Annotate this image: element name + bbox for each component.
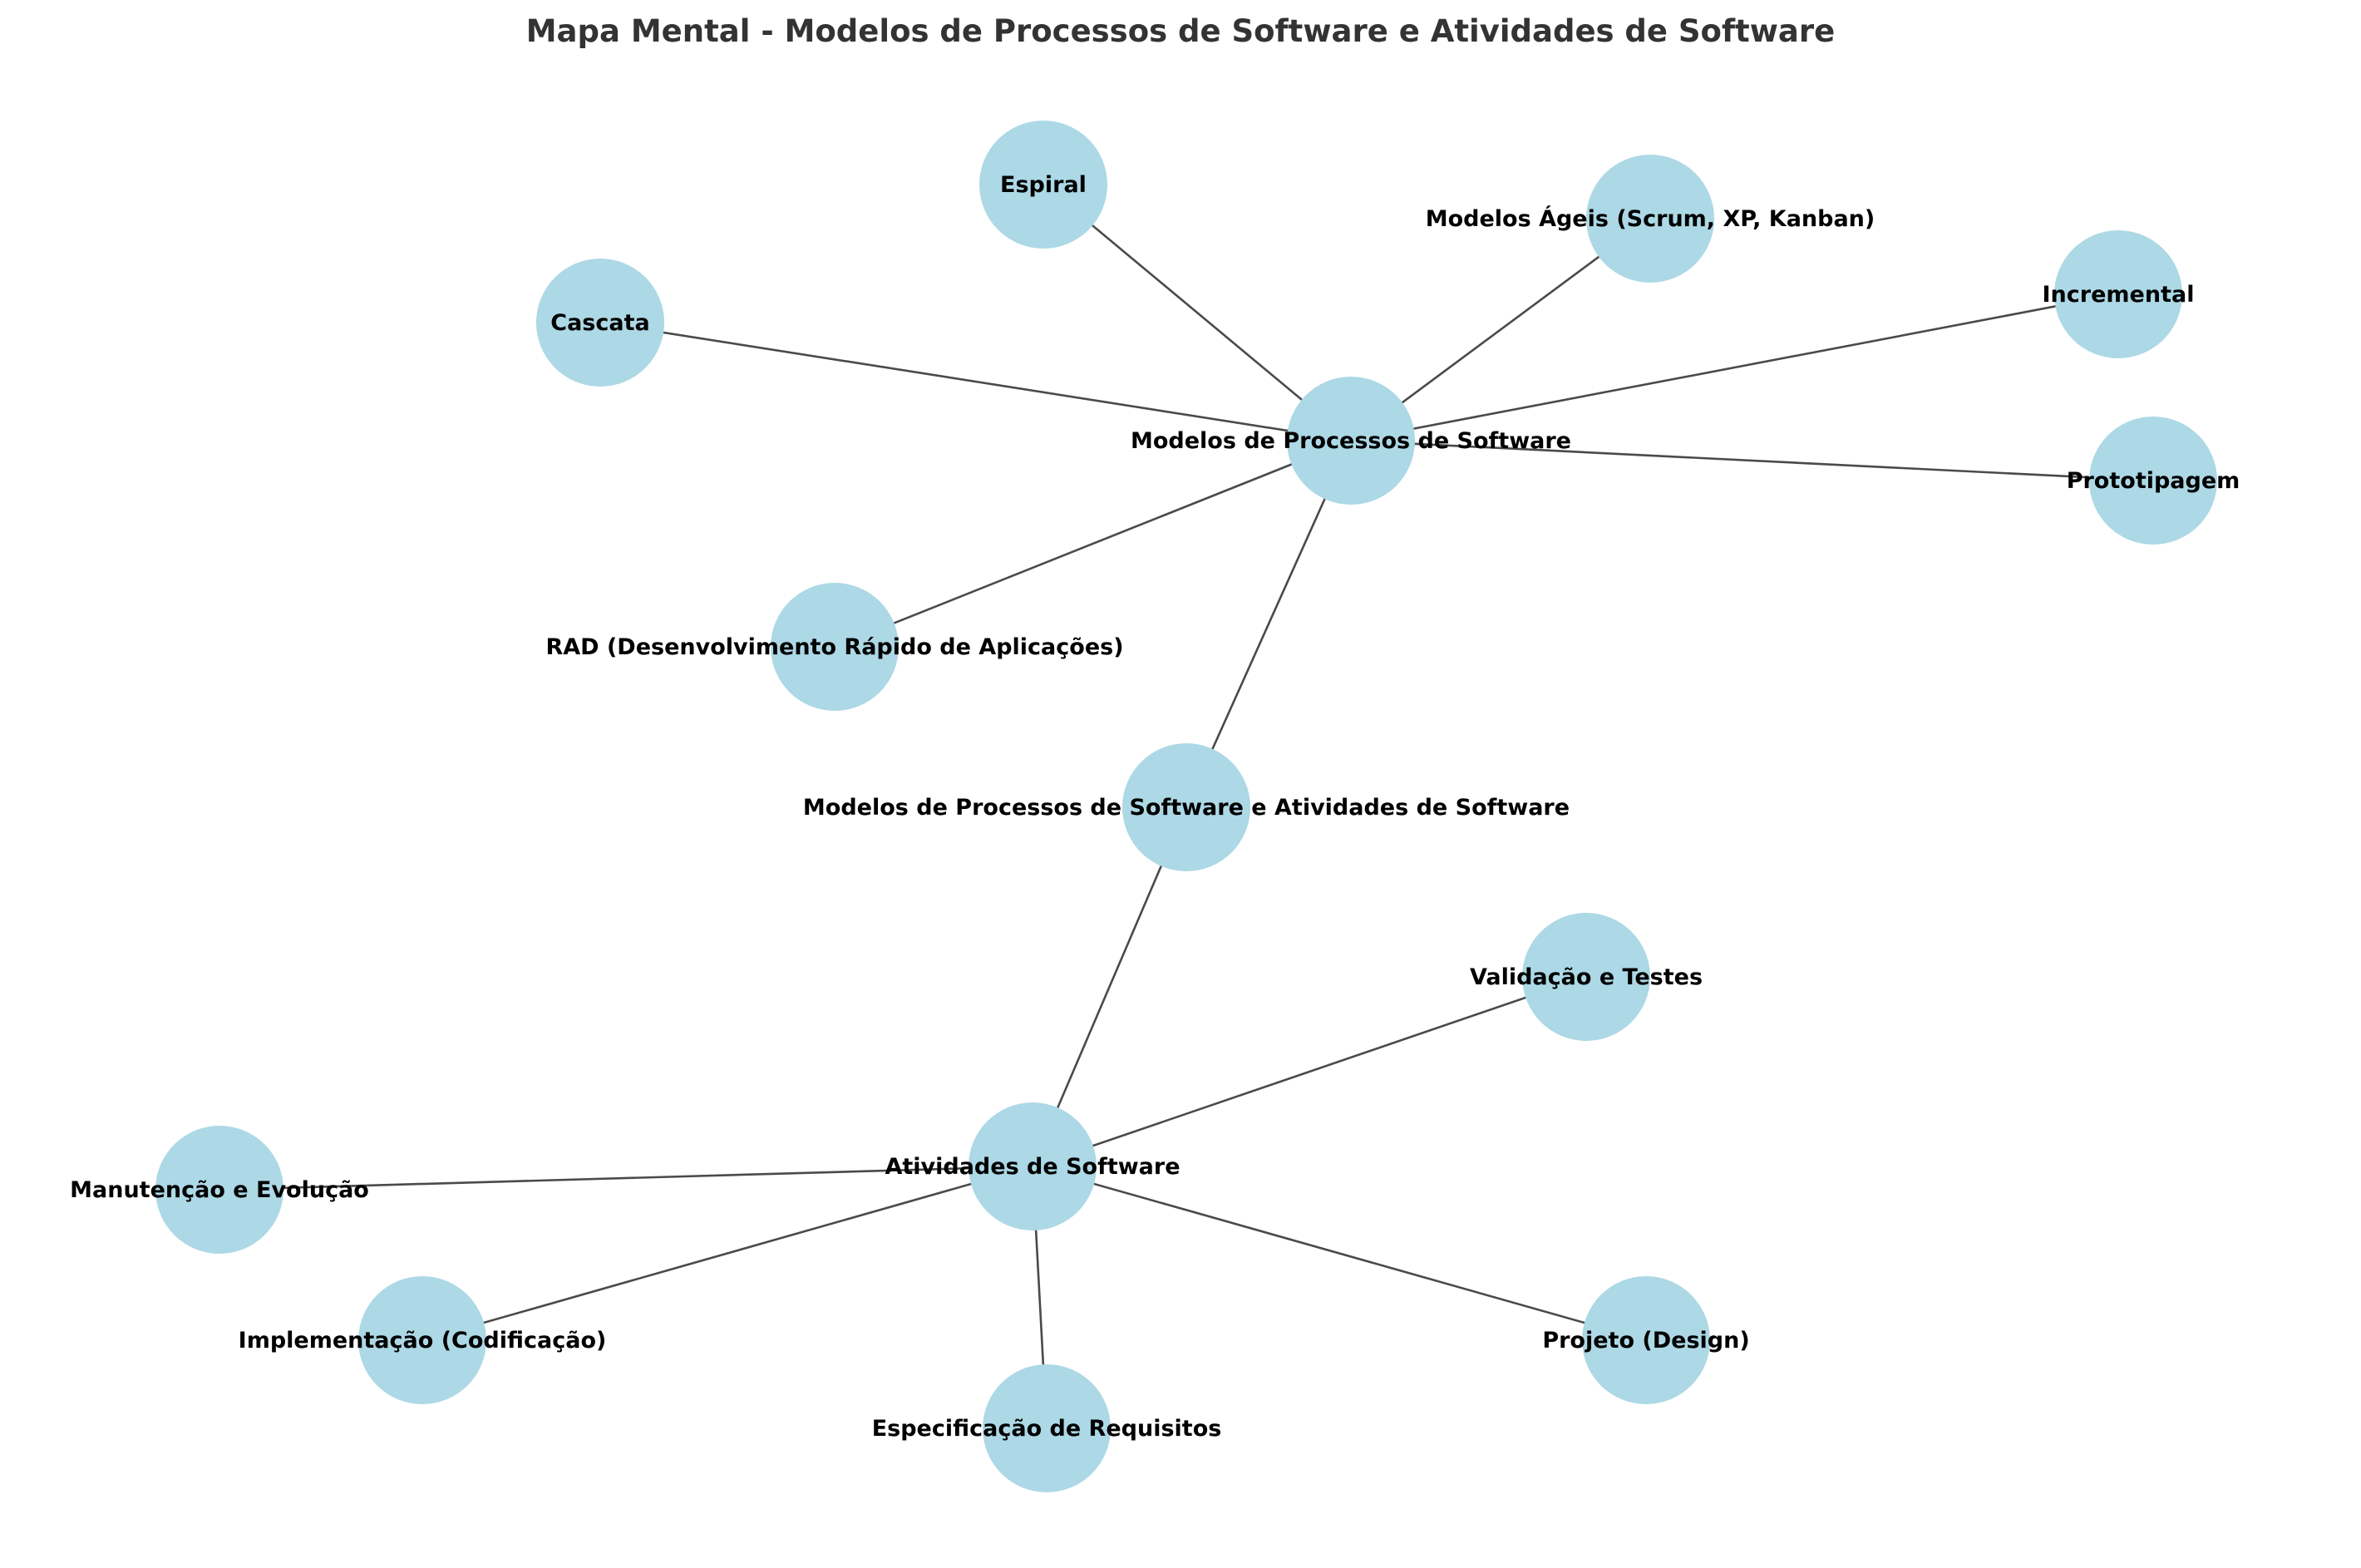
node-implementacao (358, 1276, 486, 1404)
node-circle-root (1122, 743, 1250, 871)
node-label-projeto: Projeto (Design) (1542, 1328, 1749, 1354)
node-label-espiral: Espiral (1000, 172, 1087, 198)
edge-atividades-manutencao (219, 1165, 1033, 1191)
node-validacao (1522, 913, 1650, 1041)
node-especificacao (983, 1364, 1111, 1492)
node-manutencao (155, 1126, 283, 1254)
diagram-title: Mapa Mental - Modelos de Processos de So… (526, 13, 1836, 49)
node-cascata (536, 259, 664, 387)
node-circle-rad (771, 583, 899, 711)
node-label-modelos: Modelos de Processos de Software (1131, 428, 1571, 454)
node-incremental (2054, 230, 2182, 358)
node-circle-incremental (2054, 230, 2182, 358)
node-rad (771, 583, 899, 711)
node-circle-modelos (1287, 377, 1415, 505)
edge-modelos-espiral (1042, 184, 1352, 441)
nodes-layer: Modelos de Processos de Software e Ativi… (70, 121, 2240, 1492)
node-circle-cascata (536, 259, 664, 387)
node-root (1122, 743, 1250, 871)
node-label-atividades: Atividades de Software (885, 1154, 1180, 1180)
node-ageis (1586, 155, 1714, 283)
edge-modelos-cascata (599, 321, 1352, 442)
node-label-especificacao: Especificação de Requisitos (872, 1416, 1222, 1442)
node-circle-validacao (1522, 913, 1650, 1041)
node-atividades (969, 1102, 1097, 1230)
node-circle-manutencao (155, 1126, 283, 1254)
edge-root-modelos (1185, 440, 1353, 808)
node-label-prototipagem: Prototipagem (2067, 468, 2240, 494)
node-label-implementacao: Implementação (Codificação) (239, 1328, 607, 1354)
node-circle-ageis (1586, 155, 1714, 283)
node-modelos (1287, 377, 1415, 505)
node-circle-especificacao (983, 1364, 1111, 1492)
node-label-root: Modelos de Processos de Software e Ativi… (803, 795, 1570, 821)
edge-modelos-prototipagem (1350, 439, 2154, 482)
edge-atividades-validacao (1032, 975, 1587, 1168)
node-label-validacao: Validação e Testes (1470, 964, 1703, 990)
edge-atividades-implementacao (421, 1165, 1033, 1342)
node-circle-prototipagem (2089, 417, 2217, 545)
node-label-cascata: Cascata (550, 310, 649, 336)
edge-atividades-projeto (1032, 1165, 1647, 1342)
node-espiral (979, 121, 1107, 249)
node-circle-projeto (1582, 1276, 1710, 1404)
edge-modelos-rad (834, 439, 1352, 648)
node-label-manutencao: Manutenção e Evolução (70, 1177, 369, 1203)
node-label-rad: RAD (Desenvolvimento Rápido de Aplicaçõe… (545, 634, 1123, 660)
edge-root-atividades (1031, 806, 1188, 1167)
node-label-incremental: Incremental (2043, 282, 2195, 308)
node-prototipagem (2089, 417, 2217, 545)
node-label-ageis: Modelos Ágeis (Scrum, XP, Kanban) (1426, 205, 1875, 232)
edge-modelos-incremental (1350, 293, 2119, 442)
node-projeto (1582, 1276, 1710, 1404)
node-circle-implementacao (358, 1276, 486, 1404)
node-circle-espiral (979, 121, 1107, 249)
node-circle-atividades (969, 1102, 1097, 1230)
